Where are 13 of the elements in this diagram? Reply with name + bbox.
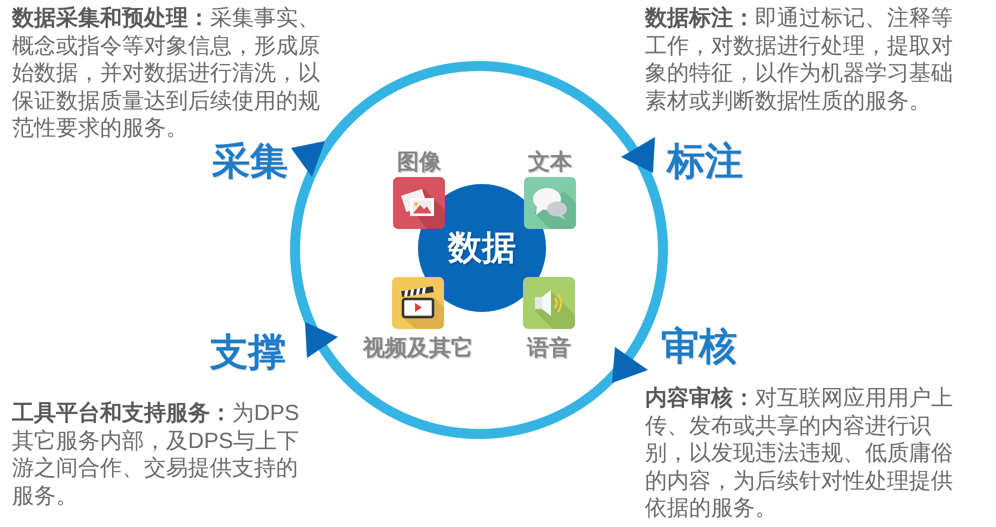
stage-label: 审核 (661, 325, 737, 369)
description-text: 数据采集和预处理：采集事实、概念或指令等对象信息，形成原始数据，并对数据进行清洗，以保证数据质量达到后续使用的规范性要求的服务。 (12, 4, 321, 142)
description-text: 内容审核：对互联网应用用户上传、发布或共享的内容进行识别，以发现违法违规、低质庸俗的内容，为后续针对性处理提供依据的服务。 (645, 384, 954, 522)
stage-label: 标注 (667, 140, 743, 184)
tile-caption: 文本 (528, 148, 572, 176)
tile-caption: 视频及其它 (363, 334, 473, 362)
center-label: 数据 (448, 228, 516, 268)
stage-label: 采集 (212, 140, 288, 184)
description-text: 数据标注：即通过标记、注释等工作，对数据进行处理，提取对象的特征，以作为机器学习基础素材或判断数据性质的服务。 (645, 4, 954, 114)
description-text: 工具平台和支持服务：为DPS其它服务内部，及DPS与上下游之间合作、交易提供支持的服务。 (12, 399, 300, 509)
tile-caption: 语音 (527, 334, 571, 362)
stage-label: 支撑 (210, 331, 286, 375)
tile-caption: 图像 (397, 148, 441, 176)
